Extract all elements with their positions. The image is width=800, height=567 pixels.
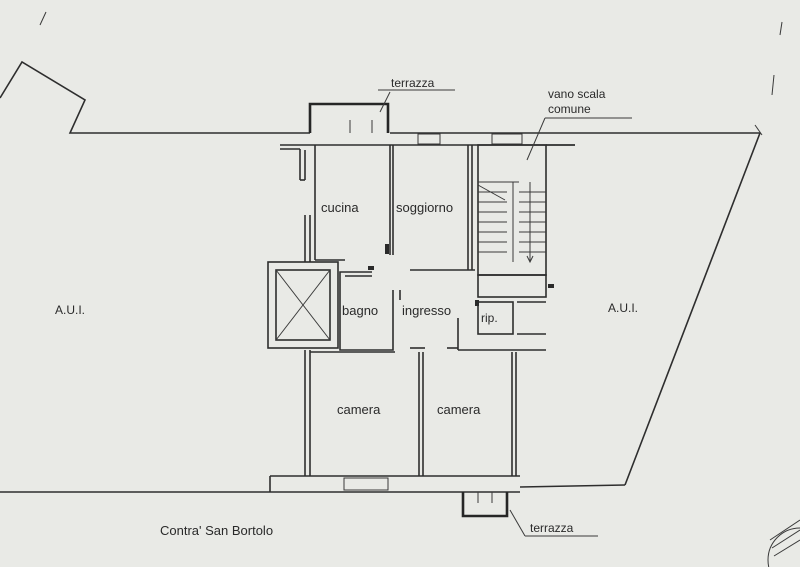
kitchen-label: cucina <box>321 200 359 215</box>
bedroom-left-label: camera <box>337 402 381 417</box>
street-label: Contra' San Bortolo <box>160 523 273 538</box>
bathroom-walls <box>339 271 394 351</box>
stair-label-line2: comune <box>548 102 591 116</box>
aui-left-label: A.U.I. <box>55 303 85 317</box>
terrace-bottom-label: terrazza <box>530 521 574 535</box>
terrace-bottom <box>461 492 509 518</box>
stairwell <box>477 144 575 298</box>
terrace-top-label: terrazza <box>391 76 435 90</box>
aui-right-label: A.U.I. <box>608 301 638 315</box>
upper-rooms <box>314 145 475 271</box>
terrace-top <box>308 102 390 133</box>
corner-marks <box>39 11 783 96</box>
entrance-label: ingresso <box>402 303 451 318</box>
storage-walls <box>457 300 546 351</box>
leader-lines <box>378 89 632 537</box>
bedroom-right-label: camera <box>437 402 481 417</box>
elevator-shaft <box>267 261 339 349</box>
living-label: soggiorno <box>396 200 453 215</box>
storage-label: rip. <box>481 311 498 325</box>
stair-label-line1: vano scala <box>548 87 606 101</box>
bedroom-walls <box>304 350 517 476</box>
entrance-walls <box>399 290 458 349</box>
outer-boundary <box>0 60 763 493</box>
compass-fragment <box>767 519 800 567</box>
bathroom-label: bagno <box>342 303 378 318</box>
